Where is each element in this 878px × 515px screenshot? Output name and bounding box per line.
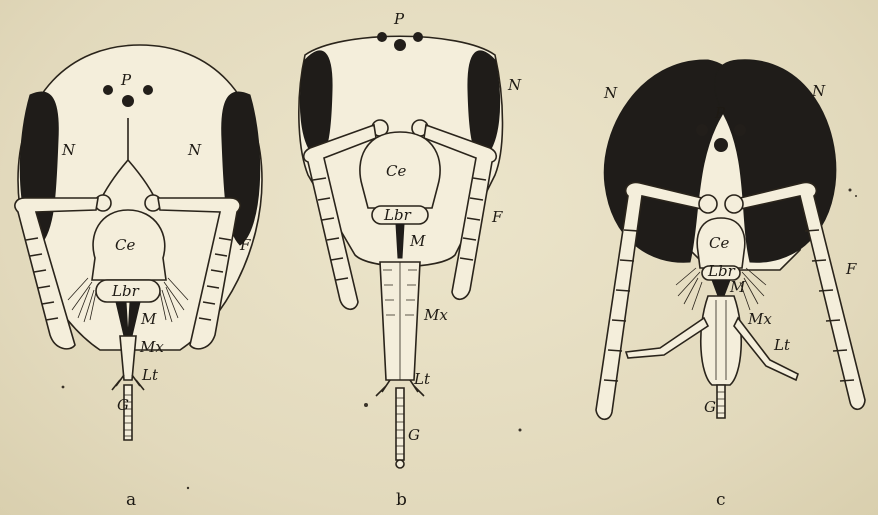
figure-a-label-mandible: M xyxy=(140,310,157,328)
figure-c-mandibles xyxy=(712,280,730,296)
figure-a-label-eye-right: N xyxy=(187,141,202,159)
figure-a-label-clypeus: Ce xyxy=(115,236,135,254)
figure-c-labial-palp-left xyxy=(626,318,708,358)
figure-a-label-eye-left: N xyxy=(61,141,76,159)
figure-a-ocellus-left xyxy=(103,85,113,95)
figure-a-label-ocelli: P xyxy=(120,71,132,89)
figure-a-caption: a xyxy=(126,490,136,510)
figure-a-maxillae xyxy=(120,336,136,380)
figure-c-label-ocelli: P xyxy=(714,104,726,122)
figure-a-ocellus-right xyxy=(143,85,153,95)
figure-a-head: P N N Ce Lbr M Mx Lt G F a xyxy=(15,45,262,510)
figure-a-label-labrum: Lbr xyxy=(111,282,140,300)
figure-b-label-mandible: M xyxy=(409,232,426,250)
figure-c-label-antenna: F xyxy=(845,260,857,278)
figure-c-antenna-socket-left xyxy=(699,195,717,213)
figure-b-ocellus-right xyxy=(413,32,423,42)
figure-c-antenna-socket-right xyxy=(725,195,743,213)
figure-c-label-mandible: M xyxy=(729,278,746,296)
figure-a-ocellus-median xyxy=(122,95,134,107)
figure-b-label-glossa: G xyxy=(408,426,420,444)
figure-c-label-eye-right: N xyxy=(811,82,826,100)
figure-c-label-eye-left: N xyxy=(603,84,618,102)
figure-b-label-ocelli: P xyxy=(393,10,405,28)
figure-a-label-maxilla: Mx xyxy=(139,338,164,356)
figure-c-ocellus-median xyxy=(714,138,728,152)
figure-b-caption: b xyxy=(396,490,407,510)
figure-c-label-clypeus: Ce xyxy=(709,234,729,252)
figure-c-label-maxilla: Mx xyxy=(747,310,772,328)
figure-b-head: P N Ce Lbr M Mx Lt G F b xyxy=(299,10,522,510)
figure-b-ocellus-median xyxy=(394,39,406,51)
figure-b-glossa-tip xyxy=(396,460,404,468)
figure-c-ocellus-left xyxy=(696,124,708,136)
figure-b-label-labrum: Lbr xyxy=(383,206,412,224)
figure-c-maxillae xyxy=(701,296,741,385)
figure-c-label-glossa: G xyxy=(704,398,716,416)
figure-a-label-antenna: F xyxy=(239,236,251,254)
figure-c-label-labial-palp: Lt xyxy=(773,336,791,354)
figure-b-glossa xyxy=(396,388,404,460)
figure-b-label-antenna: F xyxy=(491,208,503,226)
figure-b-ocellus-left xyxy=(377,32,387,42)
figure-a-label-glossa: G xyxy=(117,396,129,414)
figure-b-label-labial-palp: Lt xyxy=(413,370,431,388)
figure-c-ocellus-right xyxy=(734,124,746,136)
figure-c-head: P N N Ce Lbr M Mx Lt G F c xyxy=(596,60,865,510)
figure-b-label-eye-right: N xyxy=(507,76,522,94)
figure-b-label-maxilla: Mx xyxy=(423,306,448,324)
figure-a-label-labial-palp: Lt xyxy=(141,366,159,384)
figure-c-caption: c xyxy=(716,490,726,510)
figure-b-label-clypeus: Ce xyxy=(386,162,406,180)
figure-b-mandibles xyxy=(396,224,404,258)
